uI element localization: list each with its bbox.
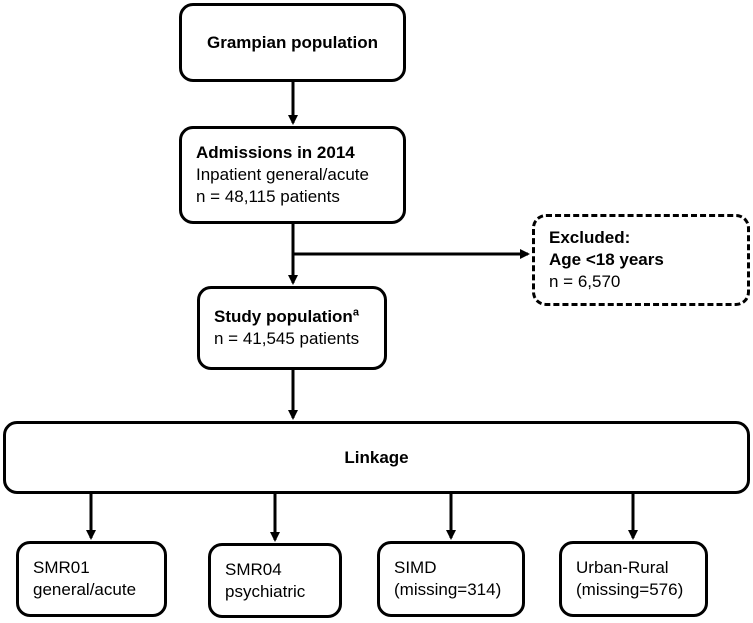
excluded-line2: n = 6,570 (549, 272, 621, 291)
admissions-line1: Inpatient general/acute (196, 165, 369, 184)
study-population-line1: n = 41,545 patients (214, 329, 360, 348)
smr01-box: SMR01 general/acute (16, 541, 167, 617)
smr01-line2: general/acute (33, 580, 137, 599)
study-population-title-text: Study population (214, 307, 353, 326)
admissions-title: Admissions in 2014 (196, 143, 355, 162)
urban-rural-line2: (missing=576) (576, 580, 684, 599)
excluded-title: Excluded: (549, 228, 631, 247)
study-population-footnote-marker: a (352, 306, 359, 319)
simd-line1: SIMD (394, 558, 437, 577)
grampian-population-box: Grampian population (179, 3, 406, 82)
excluded-line1: Age <18 years (549, 250, 664, 269)
admissions-box: Admissions in 2014 Inpatient general/acu… (179, 126, 406, 224)
smr01-line1: SMR01 (33, 558, 90, 577)
admissions-line2: n = 48,115 patients (196, 187, 340, 206)
linkage-box: Linkage (3, 421, 750, 494)
smr04-box: SMR04 psychiatric (208, 543, 342, 618)
study-population-box: Study populationa n = 41,545 patients (197, 286, 387, 370)
excluded-box: Excluded: Age <18 years n = 6,570 (532, 214, 750, 306)
urban-rural-line1: Urban-Rural (576, 558, 669, 577)
linkage-title: Linkage (344, 447, 409, 467)
simd-box: SIMD (missing=314) (377, 541, 525, 617)
smr04-line1: SMR04 (225, 559, 282, 579)
simd-line2: (missing=314) (394, 580, 502, 599)
urban-rural-box: Urban-Rural (missing=576) (559, 541, 708, 617)
smr04-line2: psychiatric (225, 581, 306, 601)
study-population-title: Study populationa (214, 306, 370, 328)
grampian-population-title: Grampian population (207, 32, 378, 52)
